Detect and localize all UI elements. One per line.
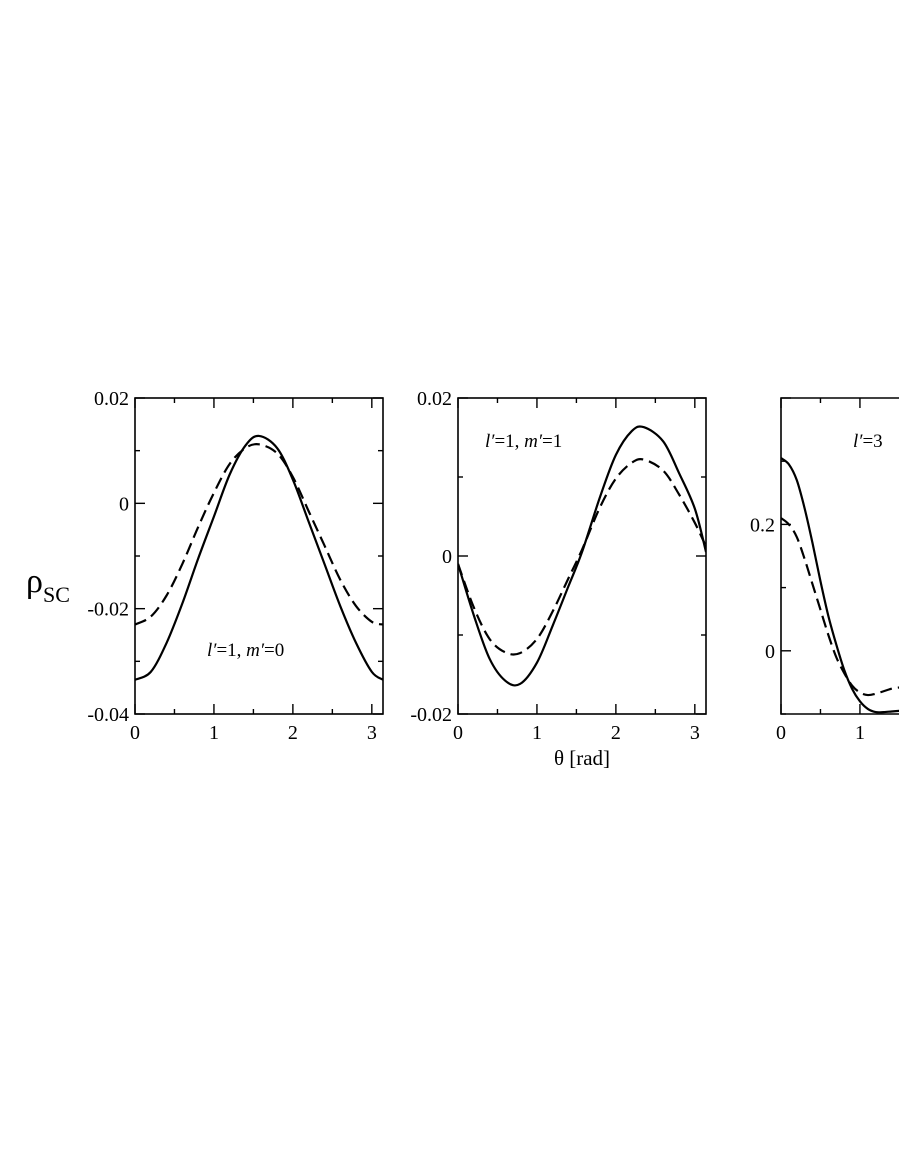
solid-series-line [135, 434, 383, 681]
panel-1-marks: 0 1 2 3 -0.04 -0.02 0 0.02 [87, 388, 384, 744]
panel-3: 0 1 0 0.2 l′=3 [750, 397, 899, 744]
dashed-series-line [781, 517, 899, 697]
dashed-series-line [458, 458, 706, 656]
panel-3-marks: 0 1 0 0.2 [750, 397, 899, 744]
y-axis-label-main: ρ [26, 563, 43, 600]
y-tick-label: 0 [765, 641, 775, 663]
y-tick-label: -0.02 [87, 599, 129, 621]
x-tick-label: 1 [532, 722, 542, 744]
x-tick-label: 2 [288, 722, 298, 744]
solid-series-line [781, 457, 899, 714]
y-tick-label: 0.02 [94, 388, 129, 410]
x-tick-label: 1 [209, 722, 219, 744]
panel-frame [780, 397, 899, 715]
x-axis-label: θ [rad] [554, 746, 610, 770]
x-tick-label: 3 [690, 722, 700, 744]
x-tick-label: 2 [611, 722, 621, 744]
y-tick-label: 0.2 [750, 514, 775, 536]
y-tick-label: 0 [119, 493, 129, 515]
dashed-series-line [135, 442, 383, 626]
y-axis-label-sub: SC [43, 582, 70, 607]
panel-1: 0 1 2 3 -0.04 -0.02 0 0.02 l′=1, m′=0 [87, 388, 384, 744]
y-tick-label: -0.02 [410, 704, 452, 726]
y-tick-label: 0.02 [417, 388, 452, 410]
y-tick-label: -0.04 [87, 704, 129, 726]
x-tick-label: 1 [855, 722, 865, 744]
x-tick-label: 0 [776, 722, 786, 744]
y-tick-label: 0 [442, 546, 452, 568]
x-tick-label: 0 [130, 722, 140, 744]
x-tick-label: 3 [367, 722, 377, 744]
panel-3-annotation: l′=3 [853, 431, 883, 452]
y-axis-label: ρSC [26, 563, 70, 607]
panel-1-annotation: l′=1, m′=0 [207, 640, 284, 661]
panel-2-annotation: l′=1, m′=1 [485, 431, 562, 452]
x-tick-label: 0 [453, 722, 463, 744]
